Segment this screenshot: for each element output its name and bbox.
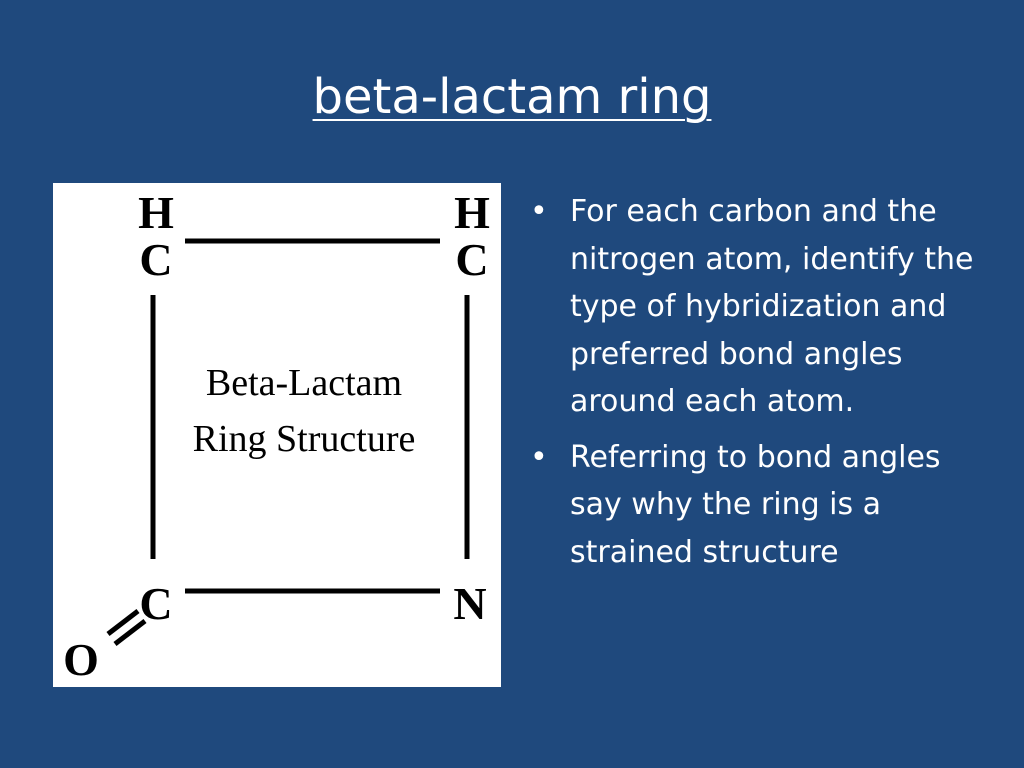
atom-bottom-left-c: C: [139, 578, 172, 629]
beta-lactam-diagram: H C H C C N O Beta-Lactam Ring Structure: [53, 183, 501, 687]
atom-top-right-h: H: [454, 187, 490, 238]
atom-bottom-right-n: N: [453, 578, 486, 629]
atom-top-left-h: H: [138, 187, 174, 238]
bullet-list: • For each carbon and the nitrogen atom,…: [530, 188, 990, 584]
ring-structure-svg: H C H C C N O Beta-Lactam Ring Structure: [63, 187, 490, 685]
slide-title: beta-lactam ring: [312, 69, 712, 125]
diagram-caption-line1: Beta-Lactam: [206, 362, 402, 404]
bond-carbonyl-1: [106, 609, 140, 636]
atom-oxygen: O: [63, 634, 99, 685]
bullet-text: For each carbon and the nitrogen atom, i…: [570, 194, 974, 419]
bullet-marker: •: [530, 194, 548, 229]
bullet-item: • For each carbon and the nitrogen atom,…: [530, 188, 990, 426]
diagram-caption-line2: Ring Structure: [193, 418, 416, 460]
bond-carbonyl-2: [113, 619, 147, 646]
bullet-marker: •: [530, 439, 548, 475]
atom-top-left-c: C: [139, 234, 172, 285]
bullet-item: • Referring to bond angles say why the r…: [530, 434, 990, 577]
bullet-text: Referring to bond angles say why the rin…: [570, 439, 941, 570]
atom-top-right-c: C: [455, 234, 488, 285]
